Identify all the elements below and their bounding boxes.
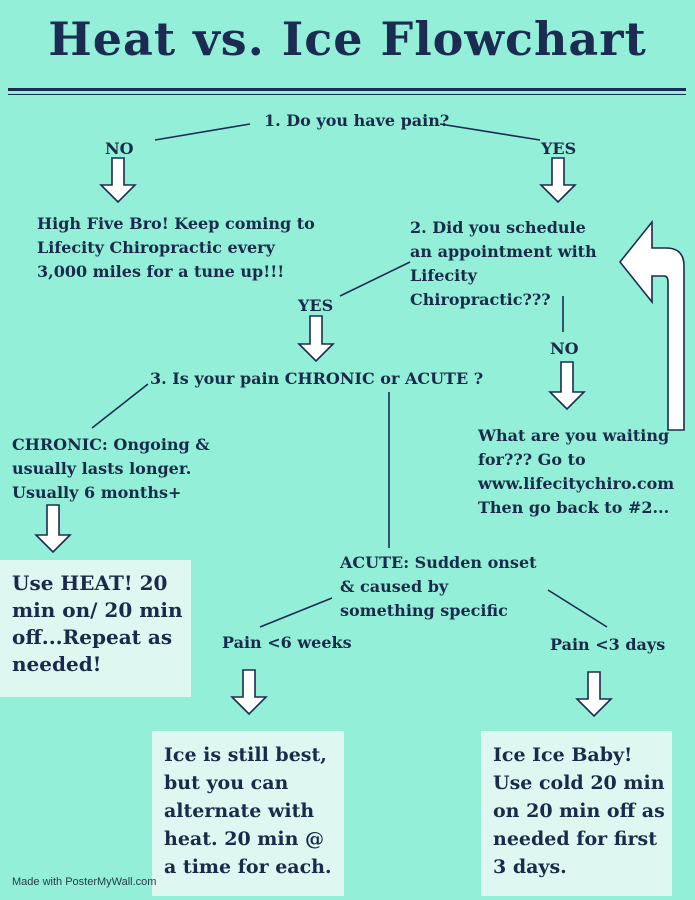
- chronic-description: CHRONIC: Ongoing & usually lasts longer.…: [12, 435, 210, 502]
- ice-alternate-text: Ice is still best, but you can alternate…: [164, 744, 332, 878]
- question-2: 2. Did you schedule an appointment with …: [410, 218, 597, 309]
- title-divider-top: [8, 88, 686, 91]
- loop-back-arrow-icon: [618, 219, 685, 431]
- question-3: 3. Is your pain CHRONIC or ACUTE ?: [150, 369, 484, 388]
- no-pain-message: High Five Bro! Keep coming to Lifecity C…: [37, 214, 315, 281]
- schedule-prompt: What are you waiting for??? Go to www.li…: [478, 426, 675, 517]
- question-1: 1. Do you have pain?: [264, 111, 450, 130]
- pain-under-6-weeks-label: Pain <6 weeks: [222, 633, 352, 652]
- q2-yes-label: YES: [298, 296, 334, 315]
- down-arrow-icon: [230, 669, 268, 716]
- down-arrow-icon: [575, 671, 613, 718]
- footer-credit: Made with PosterMyWall.com: [12, 876, 157, 888]
- down-arrow-icon: [99, 157, 137, 204]
- down-arrow-icon: [34, 504, 72, 554]
- page-title: Heat vs. Ice Flowchart: [48, 12, 647, 66]
- down-arrow-icon: [297, 315, 335, 363]
- heat-advice-box: Use HEAT! 20 min on/ 20 min off...Repeat…: [0, 560, 191, 697]
- q1-yes-label: YES: [541, 139, 577, 158]
- title-divider-bottom: [8, 94, 686, 95]
- acute-description: ACUTE: Sudden onset & caused by somethin…: [340, 553, 537, 620]
- pain-under-3-days-label: Pain <3 days: [550, 635, 666, 654]
- heat-advice-text: Use HEAT! 20 min on/ 20 min off...Repeat…: [12, 571, 183, 676]
- ice-baby-text: Ice Ice Baby! Use cold 20 min on 20 min …: [493, 744, 665, 878]
- q1-no-label: NO: [105, 139, 134, 158]
- q2-no-label: NO: [550, 339, 579, 358]
- down-arrow-icon: [539, 157, 577, 204]
- ice-alternate-box: Ice is still best, but you can alternate…: [152, 731, 344, 896]
- down-arrow-icon: [548, 361, 586, 411]
- ice-baby-box: Ice Ice Baby! Use cold 20 min on 20 min …: [481, 731, 672, 896]
